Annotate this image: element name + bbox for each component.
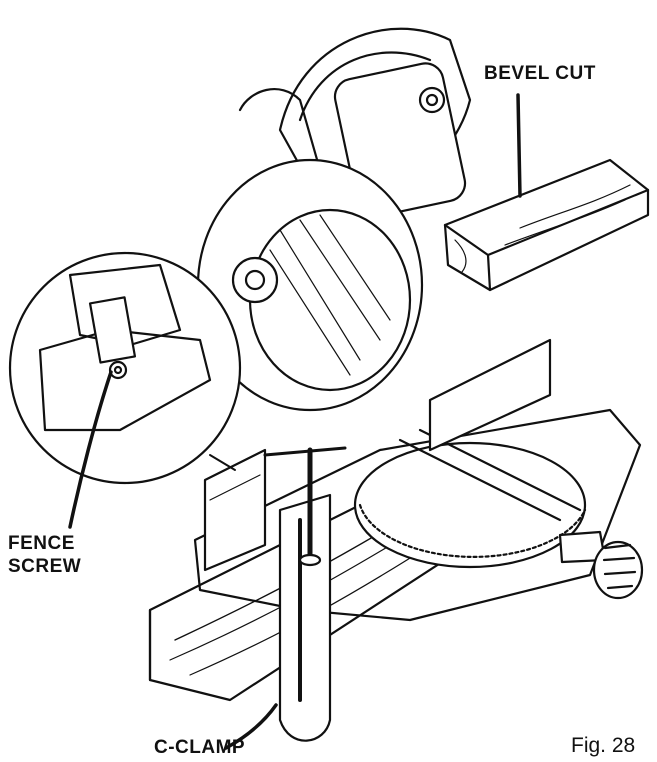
fence-screw-inset bbox=[8, 251, 242, 485]
bevel-cut-block bbox=[443, 158, 650, 292]
fence bbox=[203, 338, 552, 572]
fence-screw-label: FENCE SCREW bbox=[8, 532, 81, 578]
c-clamp bbox=[263, 446, 347, 742]
c-clamp-label: C-CLAMP bbox=[154, 737, 246, 758]
table-lock-knob bbox=[558, 530, 644, 600]
fence-screw-label-line1: FENCE bbox=[8, 533, 75, 554]
fence-screw-label-line2: SCREW bbox=[8, 556, 82, 577]
figure-number: Fig. 28 bbox=[571, 734, 636, 757]
bevel-cut-label: BEVEL CUT bbox=[484, 63, 596, 84]
